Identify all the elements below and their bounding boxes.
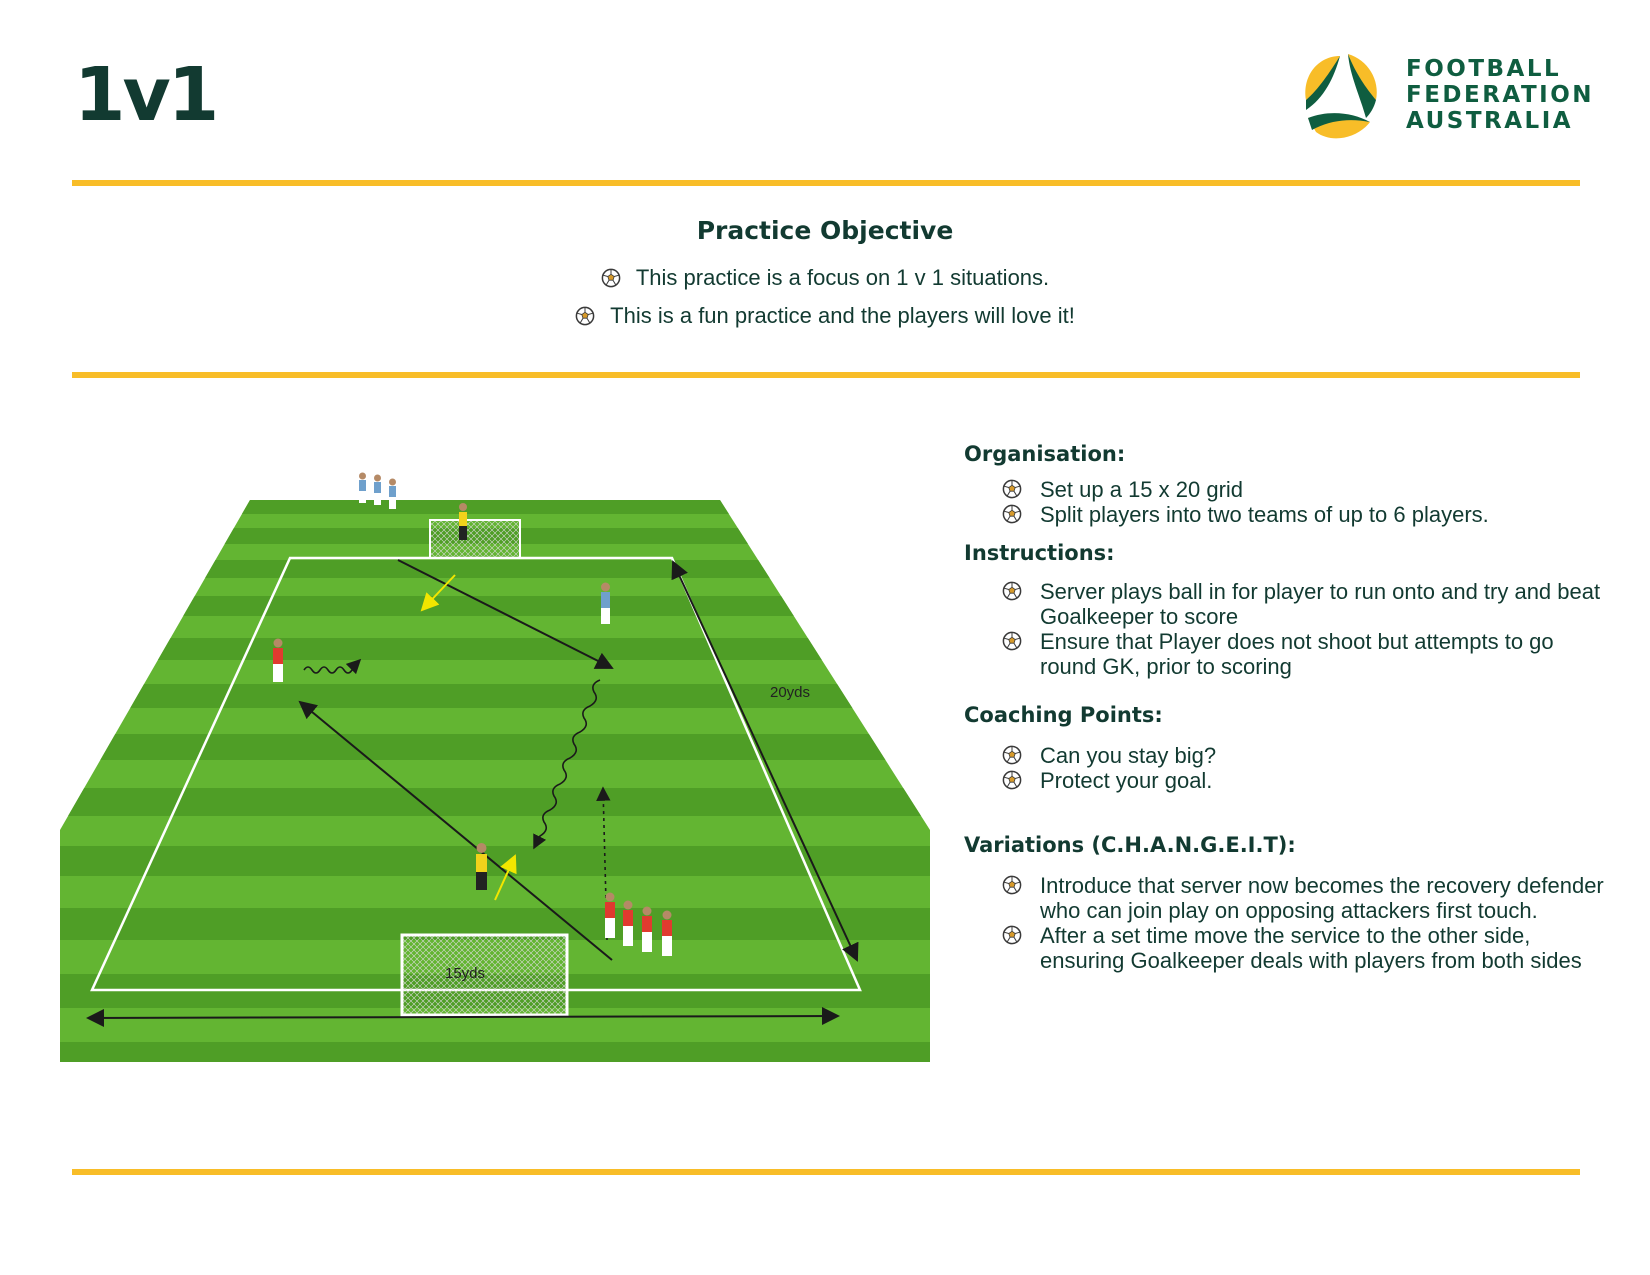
list-item: Introduce that server now becomes the re… bbox=[964, 873, 1604, 923]
run-arrow bbox=[596, 786, 611, 941]
logo-wordmark: FOOTBALL FEDERATION AUSTRALIA bbox=[1406, 56, 1594, 134]
top-goalkeeper bbox=[459, 503, 467, 540]
ffa-logo: FOOTBALL FEDERATION AUSTRALIA bbox=[1288, 48, 1592, 148]
football-bullet-icon bbox=[1002, 925, 1022, 945]
list-item-text: Split players into two teams of up to 6 … bbox=[1040, 502, 1489, 527]
bottom-goalkeeper bbox=[476, 843, 487, 890]
list-item-text: Set up a 15 x 20 grid bbox=[1040, 477, 1244, 502]
objective-item: This is a fun practice and the players w… bbox=[0, 297, 1650, 335]
practice-details: Organisation: Set up a 15 x 20 grid Spli… bbox=[964, 442, 1604, 973]
variations-heading: Variations (C.H.A.N.G.E.I.T): bbox=[964, 833, 1296, 857]
variations-list: Introduce that server now becomes the re… bbox=[964, 873, 1604, 973]
football-bullet-icon bbox=[1002, 504, 1022, 524]
pass-arrow bbox=[298, 700, 613, 961]
red-attacker bbox=[273, 638, 283, 682]
pitch-diagram: 20yds 15yds bbox=[60, 470, 930, 1062]
list-item: Split players into two teams of up to 6 … bbox=[964, 502, 1604, 527]
blue-player bbox=[359, 472, 396, 509]
length-dimension-arrow bbox=[671, 560, 859, 962]
coaching-points-heading: Coaching Points: bbox=[964, 703, 1163, 727]
football-bullet-icon bbox=[1002, 631, 1022, 651]
list-item-text: After a set time move the service to the… bbox=[1040, 923, 1582, 973]
ball-arrow bbox=[420, 574, 456, 612]
objective-text: This practice is a focus on 1 v 1 situat… bbox=[635, 265, 1050, 290]
logo-line: FEDERATION bbox=[1406, 82, 1594, 108]
list-item: After a set time move the service to the… bbox=[964, 923, 1604, 973]
divider-bottom bbox=[72, 1169, 1580, 1175]
divider-top bbox=[72, 180, 1580, 186]
instructions-heading: Instructions: bbox=[964, 541, 1115, 565]
logo-line: AUSTRALIA bbox=[1406, 108, 1574, 134]
grid-boundary bbox=[90, 556, 862, 992]
divider-middle bbox=[72, 372, 1580, 378]
dribble-arrow bbox=[533, 679, 601, 850]
ffa-emblem-icon bbox=[1305, 54, 1377, 139]
width-dimension-arrow bbox=[86, 1007, 840, 1027]
list-item: Can you stay big? bbox=[964, 743, 1604, 768]
football-bullet-icon bbox=[575, 306, 595, 326]
list-item: Ensure that Player does not shoot but at… bbox=[964, 629, 1604, 679]
list-item-text: Introduce that server now becomes the re… bbox=[1040, 873, 1604, 923]
list-item: Server plays ball in for player to run o… bbox=[964, 579, 1604, 629]
length-label: 20yds bbox=[770, 684, 810, 701]
list-item-text: Protect your goal. bbox=[1040, 768, 1213, 793]
top-goal bbox=[429, 519, 521, 559]
logo-line: FOOTBALL bbox=[1406, 56, 1562, 82]
bottom-goal bbox=[400, 933, 569, 1017]
red-team-queue bbox=[605, 892, 672, 956]
coaching-points-list: Can you stay big? Protect your goal. bbox=[964, 743, 1604, 793]
objective-text: This is a fun practice and the players w… bbox=[610, 303, 1075, 328]
dribble-arrow bbox=[303, 658, 362, 675]
list-item: Protect your goal. bbox=[964, 768, 1604, 793]
list-item-text: Server plays ball in for player to run o… bbox=[1040, 579, 1601, 629]
organisation-heading: Organisation: bbox=[964, 442, 1126, 466]
football-bullet-icon bbox=[1002, 770, 1022, 790]
page-title: 1v1 bbox=[74, 52, 219, 138]
football-bullet-icon bbox=[601, 268, 621, 288]
objective-item: This practice is a focus on 1 v 1 situat… bbox=[0, 259, 1650, 297]
practice-objective: Practice Objective This practice is a fo… bbox=[0, 216, 1650, 335]
football-bullet-icon bbox=[1002, 479, 1022, 499]
list-item: Set up a 15 x 20 grid bbox=[964, 477, 1604, 502]
objective-heading: Practice Objective bbox=[696, 216, 954, 245]
pass-arrow bbox=[397, 559, 614, 669]
width-label: 15yds bbox=[445, 965, 485, 982]
organisation-list: Set up a 15 x 20 grid Split players into… bbox=[964, 477, 1604, 527]
list-item-text: Can you stay big? bbox=[1040, 743, 1217, 768]
blue-server bbox=[601, 582, 610, 624]
football-bullet-icon bbox=[1002, 745, 1022, 765]
instructions-list: Server plays ball in for player to run o… bbox=[964, 579, 1604, 679]
list-item-text: Ensure that Player does not shoot but at… bbox=[1040, 629, 1554, 679]
ball-arrow bbox=[494, 854, 517, 901]
football-bullet-icon bbox=[1002, 581, 1022, 601]
football-bullet-icon bbox=[1002, 875, 1022, 895]
